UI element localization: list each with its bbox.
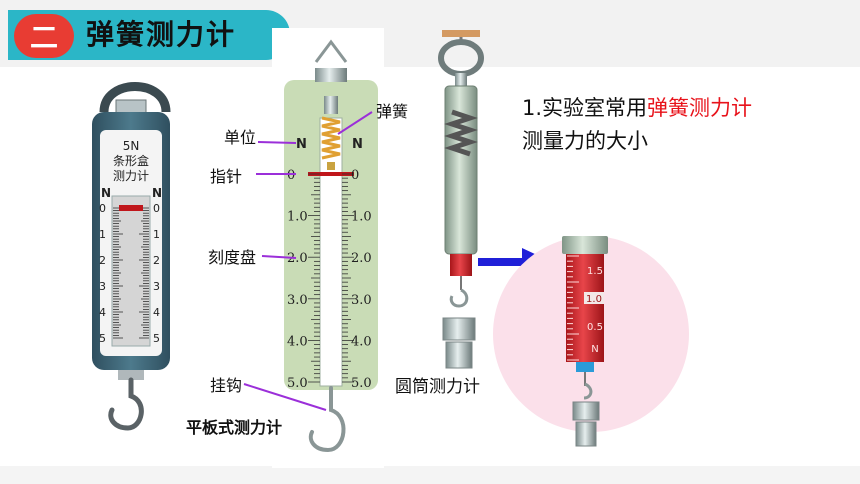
top-ring (99, 82, 171, 113)
plate-scale-label: 0 (351, 168, 359, 183)
box-scale-label: 5 (99, 332, 106, 345)
plate-scale-label: 1.0 (287, 210, 308, 225)
box-scale-label: 0 (99, 202, 106, 215)
plate-pointer (308, 172, 354, 176)
leader-lines (243, 111, 373, 411)
cylinder-red-scale (450, 254, 472, 276)
cylinder-meter-caption: 圆筒测力计 (395, 377, 480, 397)
label-unit: 单位 (224, 128, 257, 147)
box-scale-label: 3 (153, 280, 160, 293)
statement-highlight: 弹簧测力计 (647, 96, 753, 120)
zoom-scale-label: 1.5 (587, 266, 603, 277)
zoom-scale-label: 1.0 (586, 294, 602, 305)
label-hook: 挂钩 (210, 376, 243, 395)
plate-scale-label: 5.0 (287, 376, 308, 391)
cylinder-spring-meter (438, 30, 484, 369)
plate-top-clamp (315, 68, 347, 82)
plate-unit-left: N (296, 137, 307, 152)
box-scale-label: 4 (99, 306, 106, 319)
box-scale-ticks (113, 207, 149, 339)
plate-scale-label: 4.0 (287, 334, 308, 349)
plate-hook (308, 386, 346, 453)
box-face-line: 条形盒 (113, 153, 149, 168)
cylinder-ring (438, 39, 484, 77)
box-scale-labels: 0 0 1 1 2 2 3 3 4 4 5 5 (99, 202, 160, 345)
statement-line-2: 测量力的大小 (522, 129, 648, 153)
plate-spring (321, 116, 341, 160)
weight-top (442, 317, 476, 341)
zoom-scale-ticks (567, 255, 579, 361)
leader-unit (257, 141, 297, 144)
label-dial: 刻度盘 (208, 248, 257, 267)
spring-holder (324, 96, 338, 114)
plate-scale-ticks (308, 173, 354, 383)
cylinder-spring (444, 109, 478, 157)
zoom-unit: N (591, 344, 598, 355)
plate-scale-label: 5.0 (351, 376, 372, 391)
plate-meter-caption: 平板式测力计 (186, 418, 283, 437)
label-spring: 弹簧 (376, 102, 409, 121)
box-scale-label: 3 (99, 280, 106, 293)
plate-scale-label: 0 (287, 168, 295, 183)
box-scale-label: 2 (99, 254, 106, 267)
plate-scale-label: 3.0 (351, 293, 372, 308)
box-scale-label: 1 (99, 228, 106, 241)
footer-band (0, 466, 860, 484)
section-badge: 二 (14, 14, 74, 58)
box-scale-label: 2 (153, 254, 160, 267)
box-unit-left: N (101, 186, 111, 200)
plate-scale-label: 2.0 (287, 251, 308, 266)
statement-line-1: 1.实验室常用弹簧测力计 (522, 92, 752, 122)
plate-scale-labels: 0 0 1.0 1.0 2.0 2.0 3.0 3.0 4.0 4.0 5.0 5.0 (287, 168, 372, 391)
plate-scale-label: 4.0 (351, 334, 372, 349)
box-hook (108, 377, 144, 431)
label-pointer: 指针 (210, 167, 243, 186)
leader-spring (337, 111, 373, 135)
box-scale-label: 1 (153, 228, 160, 241)
weight-bottom (445, 341, 473, 369)
plate-scale-label: 1.0 (351, 210, 372, 225)
box-face-line: 5N (123, 139, 140, 153)
box-spring-meter: 5N 条形盒 测力计 N N 0 0 1 1 2 2 3 3 4 4 5 5 (92, 82, 171, 431)
statement-prefix: 1.实验室常用 (522, 96, 648, 120)
zoom-view: 1.5 1.0 0.5 N (493, 236, 689, 447)
plate-spring-meter: 0 0 1.0 1.0 2.0 2.0 3.0 3.0 4.0 4.0 5.0 5.0 N N (272, 28, 384, 468)
leader-dial (261, 255, 297, 259)
box-scale-label: 4 (153, 306, 160, 319)
cylinder-handle (442, 30, 480, 37)
leader-hook (243, 383, 327, 411)
box-face-line: 测力计 (113, 169, 149, 183)
box-bottom-clamp (118, 370, 144, 380)
plate-top-hanger (314, 39, 348, 63)
page-title: 弹簧测力计 (86, 18, 237, 51)
zoom-scale-label: 0.5 (587, 322, 603, 333)
cylinder-tube (444, 85, 478, 255)
box-scale-label: 0 (153, 202, 160, 215)
plate-scale-label: 2.0 (351, 251, 372, 266)
box-scale-label: 5 (153, 332, 160, 345)
box-pointer (119, 205, 143, 211)
plate-scale-label: 3.0 (287, 293, 308, 308)
box-unit-right: N (152, 186, 162, 200)
spring-tip (327, 162, 335, 170)
plate-unit-right: N (352, 137, 363, 152)
